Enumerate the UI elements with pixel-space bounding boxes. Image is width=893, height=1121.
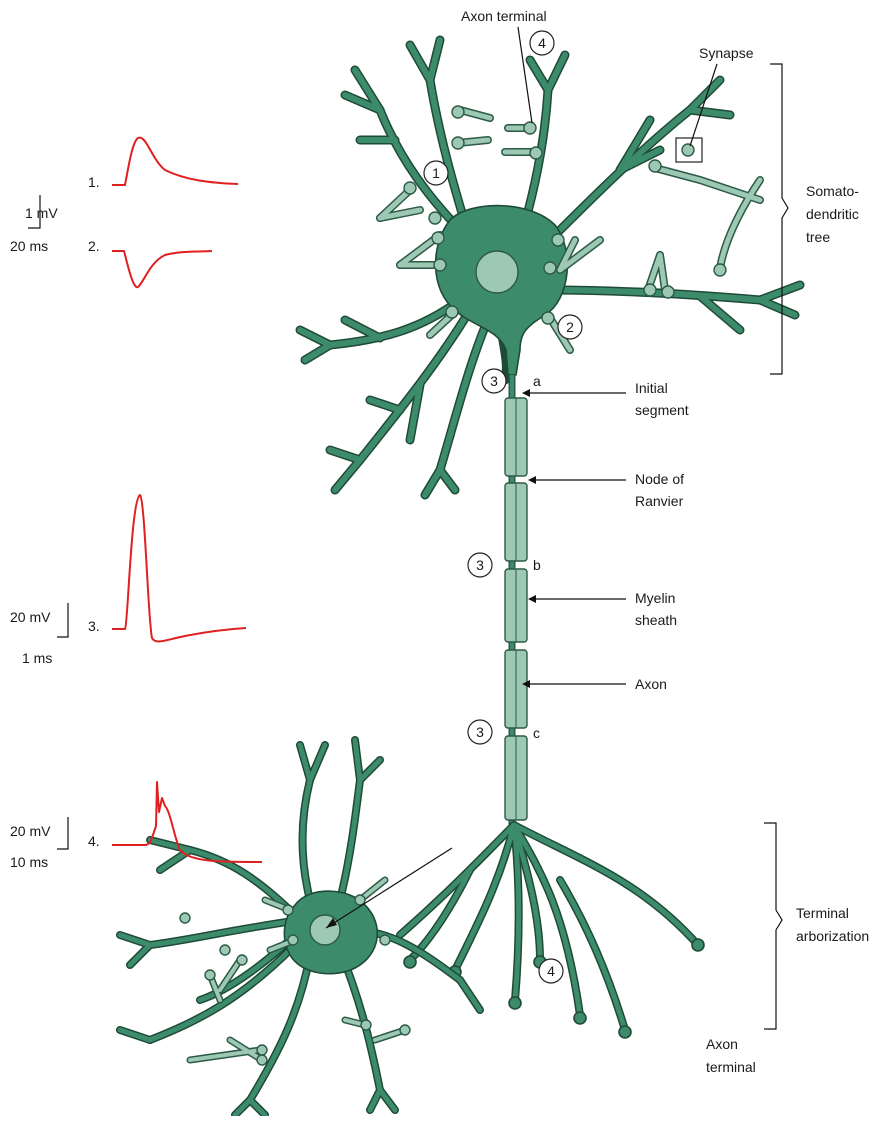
trace-2-index: 2. <box>88 238 100 254</box>
scale-1-voltage: 1 mV <box>25 205 58 221</box>
marker-3a: 3 <box>482 369 506 393</box>
marker-4-top: 4 <box>530 31 554 55</box>
marker-4-bottom: 4 <box>539 959 563 983</box>
label-myelin-sheath: Myelin sheath <box>635 590 679 628</box>
trace-2-waveform <box>112 251 212 287</box>
lower-nucleus <box>310 915 340 945</box>
label-somatodendritic: Somato- dendritic tree <box>806 183 863 245</box>
scale-bar-1: 1 mV 20 ms <box>10 195 58 254</box>
trace-2: 2. <box>88 238 212 287</box>
marker-3b: 3 <box>468 553 492 577</box>
scale-4-voltage: 20 mV <box>10 823 51 839</box>
scale-bar-3: 20 mV 1 ms <box>10 603 68 666</box>
trace-1-index: 1. <box>88 174 100 190</box>
scale-4-time: 10 ms <box>10 854 48 870</box>
trace-3: 3. <box>88 495 246 642</box>
svg-text:1: 1 <box>432 165 440 181</box>
svg-text:4: 4 <box>538 35 546 51</box>
letter-a: a <box>533 373 541 389</box>
marker-3c: 3 <box>468 720 492 744</box>
trace-3-index: 3. <box>88 618 100 634</box>
scale-1-time: 20 ms <box>10 238 48 254</box>
bracket-terminal-arborization <box>764 823 782 1029</box>
upper-nucleus <box>476 251 518 293</box>
label-node-of-ranvier: Node of Ranvier <box>635 471 688 509</box>
scale-3-voltage: 20 mV <box>10 609 51 625</box>
svg-text:3: 3 <box>476 557 484 573</box>
marker-1: 1 <box>424 161 448 185</box>
lower-neuron <box>120 740 480 1115</box>
scale-3-time: 1 ms <box>22 650 52 666</box>
terminal-arborization <box>400 825 704 1038</box>
upper-neuron <box>300 40 800 495</box>
marker-2: 2 <box>558 315 582 339</box>
trace-4-index: 4. <box>88 833 100 849</box>
label-initial-segment: Initial segment <box>635 380 689 418</box>
label-terminal-arborization: Terminal arborization <box>796 905 869 944</box>
axon <box>505 375 527 830</box>
scale-bar-4: 20 mV 10 ms <box>10 817 68 870</box>
trace-1: 1. <box>88 138 238 190</box>
svg-text:3: 3 <box>476 724 484 740</box>
bracket-somatodendritic <box>770 64 788 374</box>
label-axon: Axon <box>635 676 667 692</box>
svg-text:4: 4 <box>547 963 555 979</box>
svg-text:3: 3 <box>490 373 498 389</box>
trace-3-waveform <box>112 495 246 642</box>
letter-b: b <box>533 557 541 573</box>
label-axon-terminal-bottom: Axon terminal <box>706 1036 756 1075</box>
trace-1-waveform <box>112 138 238 185</box>
label-synapse: Synapse <box>699 45 754 61</box>
svg-text:2: 2 <box>566 319 574 335</box>
letter-c: c <box>533 725 540 741</box>
label-axon-terminal-top: Axon terminal <box>461 8 547 24</box>
terminal-boutons <box>404 939 704 1038</box>
